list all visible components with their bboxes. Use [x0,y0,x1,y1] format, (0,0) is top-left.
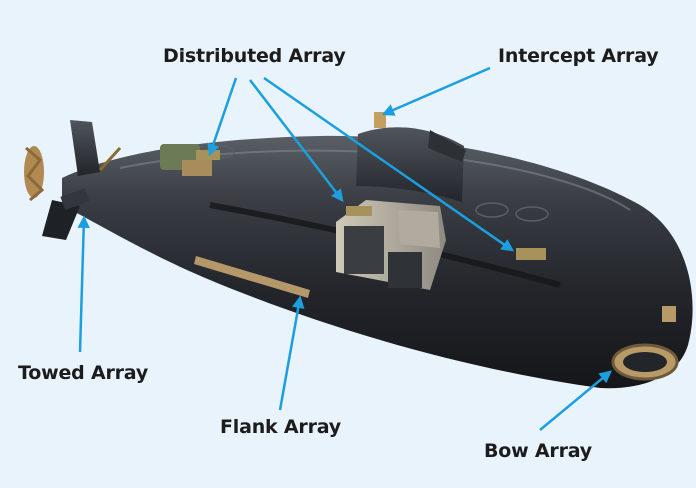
label-intercept-array: Intercept Array [498,45,659,67]
arrow-distributed-fwd [263,76,515,252]
flank-array-strip [194,256,310,298]
intercept-array-mast [374,112,386,128]
label-bow-array: Bow Array [484,440,592,462]
arrow-towed [77,215,90,353]
distributed-array-panel-mid [346,206,372,216]
callout-arrows [77,66,612,431]
distributed-array-panel-aft [196,150,220,160]
lower-tail-fin [42,200,80,240]
upper-tail-fin [70,120,100,176]
arrow-distributed-mid [249,79,344,202]
label-distributed-array: Distributed Array [163,45,346,67]
arrow-flank [278,295,305,411]
label-flank-array: Flank Array [220,416,341,438]
aft-machinery [98,144,212,176]
arrow-bow [539,370,612,431]
label-towed-array: Towed Array [18,362,149,384]
arrow-distributed-aft [207,77,238,157]
distributed-array-panel-fwd [516,248,546,260]
arrow-intercept [381,66,491,116]
propeller [24,146,45,202]
cutaway-section [336,200,446,290]
